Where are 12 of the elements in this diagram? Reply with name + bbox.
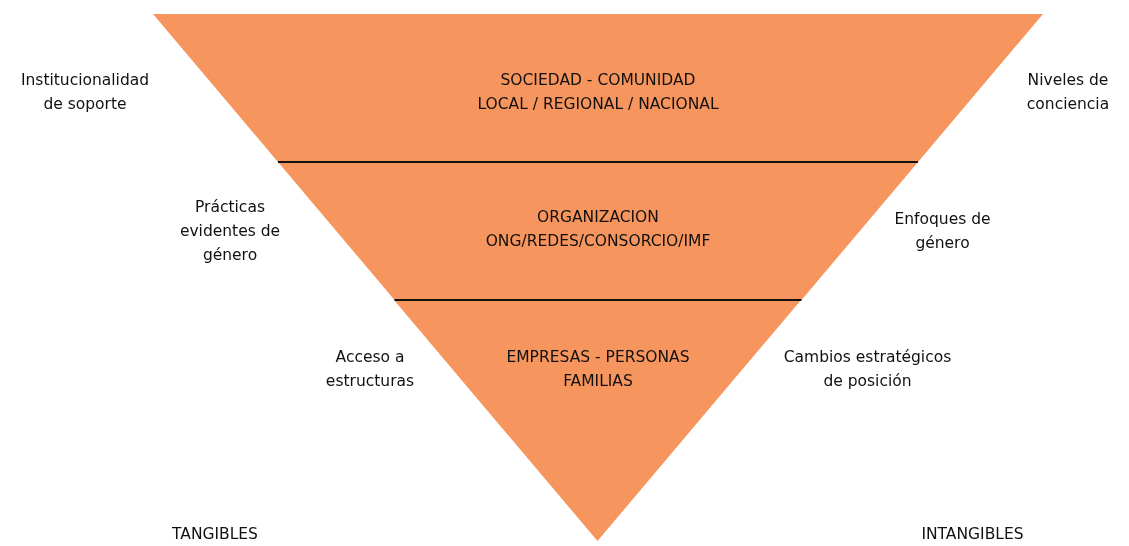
side-label: Acceso a estructuras [324,347,416,392]
band-label: LOCAL / REGIONAL / NACIONAL [476,94,720,115]
side-label: Enfoques de género [893,209,992,254]
side-label: Institucionalidad de soporte [19,70,151,115]
band-label: SOCIEDAD - COMUNIDAD [499,70,697,91]
band-label: ORGANIZACION ONG/REDES/CONSORCIO/IMF [484,207,712,252]
side-label: Prácticas evidentes de género [178,197,282,266]
category-label: INTANGIBLES [920,524,1025,545]
side-label: Niveles de conciencia [1025,70,1111,115]
category-label: TANGIBLES [171,524,259,545]
band-label: EMPRESAS - PERSONAS FAMILIAS [505,347,691,392]
side-label: Cambios estratégicos de posición [782,347,953,392]
